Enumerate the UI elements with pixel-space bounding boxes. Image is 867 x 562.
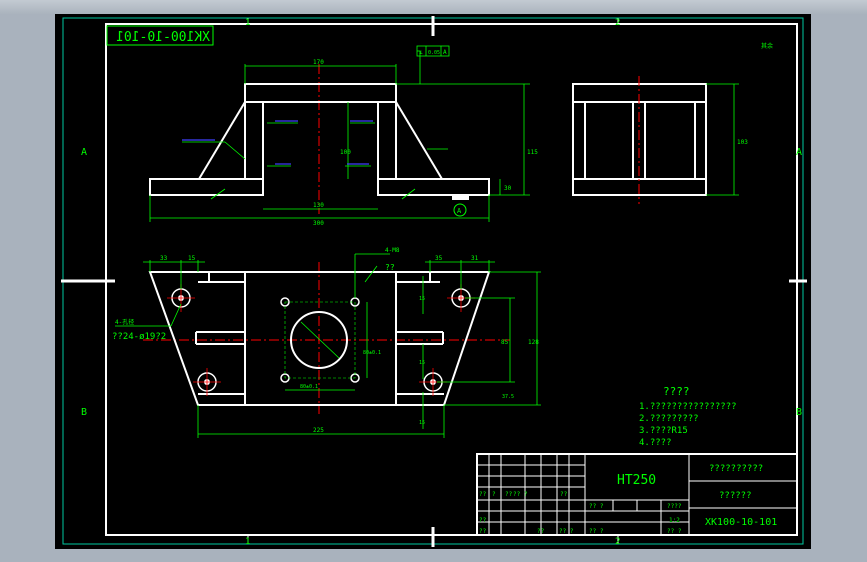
drawing-svg: 1 2 1 2 A B A B XK100-10-101 其余 A — [61, 16, 807, 547]
title-cell-1: ?? — [479, 491, 487, 498]
title-cell-2: ? — [492, 491, 496, 498]
zone-label-col-2-bottom: 2 — [615, 537, 620, 547]
technical-notes: ???? 1.???????????????? 2.????????? 3.??… — [639, 385, 737, 448]
title-drawing-number: XK100-10-101 — [705, 517, 777, 528]
notes-title: ???? — [663, 385, 690, 398]
dim-front-height: 115 — [527, 149, 538, 156]
title-cell-7: ?? ? — [589, 503, 604, 510]
title-cell-5: ?? — [560, 491, 568, 498]
hole-callout-1: 4-孔径 — [115, 318, 134, 326]
dim-square-vertical: 80±0.1 — [363, 350, 381, 356]
dim-plan-left-1: 33 — [160, 255, 168, 262]
notes-line-1: 1.???????????????? — [639, 402, 737, 412]
datum-label: A — [457, 207, 462, 215]
mirrored-number-box — [106, 25, 214, 46]
tolerance-datum: A — [443, 49, 447, 56]
dim-plan-left-2: 15 — [188, 255, 196, 262]
dim-front-inner-height: 100 — [340, 149, 351, 156]
mirrored-drawing-number: XK100-10-101 — [116, 30, 210, 45]
dim-side-height: 103 — [737, 139, 748, 146]
title-cell-10: ?? — [537, 528, 545, 535]
dim-plan-small-2: 15 — [419, 360, 425, 366]
front-view: A 170 300 130 115 100 30 ⊥ — [149, 45, 538, 227]
zone-ticks — [247, 18, 619, 544]
tolerance-value: 0.05 — [428, 50, 440, 56]
zone-label-col-1-bottom: 1 — [245, 537, 250, 547]
zone-label-col-1-top: 1 — [245, 18, 250, 28]
title-cell-9: ?? — [479, 528, 487, 535]
dim-plan-right-2: 31 — [471, 255, 479, 262]
title-cell-11: ?? ? — [559, 528, 574, 535]
zone-label-row-b-right: B — [796, 407, 802, 418]
title-cell-13: ?? ? — [667, 528, 682, 535]
dim-front-top-width: 170 — [313, 59, 324, 66]
title-scale: 1:2 — [669, 517, 680, 524]
zone-label-row-a-right: A — [796, 147, 802, 158]
title-name-top: ?????????? — [709, 464, 763, 474]
hole-callout-2: ??24-ø19?2 — [112, 332, 166, 342]
dim-plan-depth-2: 128 — [528, 339, 539, 346]
window-frame — [0, 0, 867, 14]
zone-label-col-2-top: 2 — [615, 18, 620, 28]
title-cell-12: ?? ? — [589, 528, 604, 535]
notes-line-3: 3.????R15 — [639, 426, 688, 436]
dim-plan-offset-bottom: 37.5 — [502, 394, 514, 400]
dim-plan-small-1: 15 — [419, 296, 425, 302]
zone-label-row-b-left: B — [81, 407, 87, 418]
notes-line-4: 4.???? — [639, 438, 672, 448]
title-material: HT250 — [617, 473, 656, 488]
cad-drawing-canvas: 1 2 1 2 A B A B XK100-10-101 其余 A — [55, 14, 811, 549]
zone-label-row-a-left: A — [81, 147, 87, 158]
tolerance-symbol: ⊥ — [419, 49, 423, 56]
plan-view: 33 15 35 31 225 85 128 15 15 15 37.5 80±… — [112, 247, 541, 438]
bolt-callout: 4-M8 — [385, 247, 400, 254]
notes-line-2: 2.????????? — [639, 414, 699, 424]
note-short: ?? — [385, 263, 395, 272]
dim-front-inner-width: 130 — [313, 202, 324, 209]
title-cell-6: ?? — [479, 517, 487, 524]
title-block: HT250 ?????????? ?????? XK100-10-101 1:2… — [476, 453, 798, 536]
dim-plan-right-1: 35 — [435, 255, 443, 262]
centering-marks — [61, 16, 807, 547]
roughness-mark: 其余 — [761, 42, 773, 50]
dim-front-base-width: 300 — [313, 220, 324, 227]
dim-plan-total-width: 225 — [313, 427, 324, 434]
title-cell-8: ???? — [667, 503, 682, 510]
datum-circle — [453, 203, 467, 217]
dim-plan-depth-1: 85 — [501, 339, 509, 346]
dim-front-base-height: 30 — [504, 185, 512, 192]
dim-plan-small-3: 15 — [419, 420, 425, 426]
dim-square-horizontal: 80±0.1 — [300, 384, 318, 390]
title-cell-3: ?? — [505, 491, 513, 498]
title-name-mid: ?????? — [719, 491, 752, 501]
side-view: 103 — [572, 76, 748, 204]
geometric-tolerance-box: ⊥ 0.05 A — [416, 45, 450, 57]
title-cell-4: ?? ? — [513, 491, 528, 498]
